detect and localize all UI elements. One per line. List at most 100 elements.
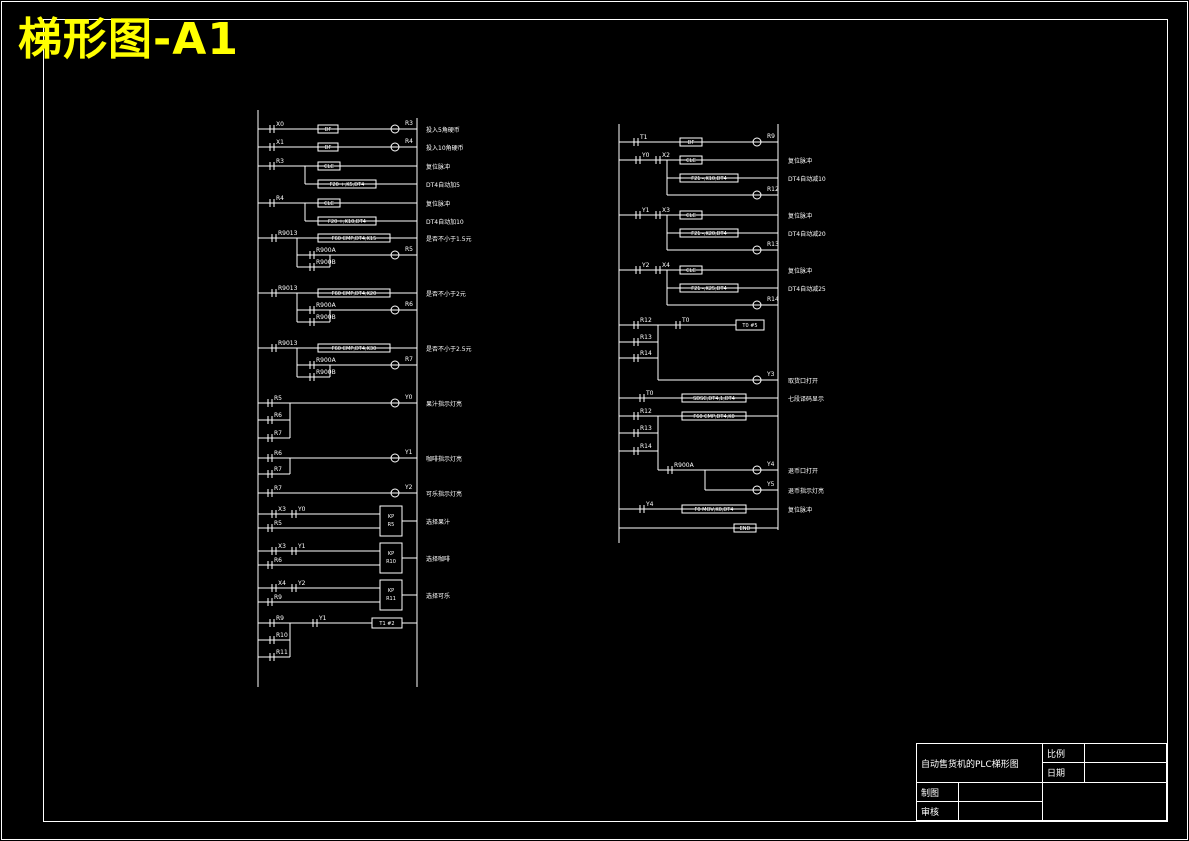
block-label: CLC bbox=[324, 164, 334, 170]
rung-comment: 复位脉冲 bbox=[426, 163, 450, 171]
sub-block bbox=[679, 228, 739, 238]
block-label: DF bbox=[688, 140, 695, 146]
contact-label: R10 bbox=[276, 632, 288, 639]
contact-label: R13 bbox=[640, 425, 652, 432]
contact-label: R4 bbox=[276, 195, 284, 202]
coil-label: Y3 bbox=[766, 371, 775, 378]
sdsc-block bbox=[681, 393, 747, 403]
contact-label: R14 bbox=[640, 443, 652, 450]
block-label: CLC bbox=[324, 201, 334, 207]
coil-label: Y1 bbox=[404, 449, 413, 456]
mov-block bbox=[681, 504, 747, 514]
add-block bbox=[317, 179, 377, 189]
coil-label: R9 bbox=[767, 133, 775, 140]
contact-label: R6 bbox=[274, 412, 282, 419]
rung-comment: 咖啡指示灯亮 bbox=[426, 455, 462, 463]
drawing-name: 自动售货机的PLC梯形图 bbox=[917, 744, 1043, 783]
contact-label: T0 bbox=[681, 317, 690, 324]
contact-label: Y1 bbox=[641, 207, 650, 214]
clc-block bbox=[317, 161, 341, 171]
rung-comment: 复位脉冲 bbox=[788, 267, 812, 275]
cmp-block bbox=[317, 343, 391, 353]
rung-comment: 复位脉冲 bbox=[788, 212, 812, 220]
block-label: R10 bbox=[386, 559, 396, 565]
block-label: T0 #5 bbox=[741, 323, 757, 329]
rung-comment: 复位脉冲 bbox=[788, 506, 812, 514]
coil bbox=[390, 488, 400, 498]
coil-label: Y5 bbox=[766, 481, 775, 488]
date-value bbox=[1085, 763, 1168, 783]
block-label: F60 CMP,DT4,K15 bbox=[332, 236, 377, 242]
rung-comment: 投入5角硬币 bbox=[426, 126, 460, 134]
coil bbox=[752, 465, 762, 475]
block-label: CLC bbox=[686, 268, 696, 274]
drawing-title: 梯形图-A1 bbox=[18, 14, 239, 65]
rung-comment: 是否不小于1.5元 bbox=[426, 235, 472, 243]
block-label: F20 +,K5,DT4 bbox=[330, 182, 365, 188]
coil-label: R6 bbox=[405, 301, 413, 308]
coil bbox=[752, 375, 762, 385]
contact-label: R900B bbox=[316, 259, 336, 266]
df-block bbox=[317, 124, 339, 134]
contact-label: R7 bbox=[274, 430, 282, 437]
rung-comment: 是否不小于2.5元 bbox=[426, 345, 472, 353]
rung-comment: 选择咖啡 bbox=[426, 555, 450, 563]
contact-label: Y2 bbox=[641, 262, 650, 269]
coil bbox=[390, 124, 400, 134]
block-label: R5 bbox=[388, 522, 395, 528]
rung-comment: DT4自动减10 bbox=[788, 175, 826, 183]
contact-label: R900B bbox=[316, 369, 336, 376]
contact-label: R7 bbox=[274, 466, 282, 473]
coil-label: Y4 bbox=[766, 461, 775, 468]
scale-label: 比例 bbox=[1043, 744, 1085, 763]
rung-comment: DT4自动减25 bbox=[788, 285, 826, 293]
scale-value bbox=[1085, 744, 1168, 763]
coil-label: R14 bbox=[767, 296, 779, 303]
block-label: R11 bbox=[386, 596, 396, 602]
df-block bbox=[317, 142, 339, 152]
block-label: KP bbox=[388, 588, 394, 594]
block-label: F21 -,K25,DT4 bbox=[691, 286, 727, 292]
rung-comment: DT4自动减20 bbox=[788, 230, 826, 238]
contact-label: R9 bbox=[276, 615, 284, 622]
clc-block bbox=[317, 198, 341, 208]
timer-block bbox=[735, 319, 765, 331]
cmp-block bbox=[317, 288, 391, 298]
contact-label: R6 bbox=[274, 557, 282, 564]
contact-label: X4 bbox=[662, 262, 670, 269]
contact-label: T1 bbox=[639, 134, 648, 141]
end-block bbox=[733, 523, 757, 533]
cmp-block bbox=[317, 233, 391, 243]
block-label: F21 -,K10,DT4 bbox=[691, 176, 727, 182]
contact-label: X3 bbox=[278, 506, 286, 513]
block-label: F60 CMP,DT4,K30 bbox=[332, 346, 377, 352]
sub-block bbox=[679, 283, 739, 293]
contact-label: R7 bbox=[274, 485, 282, 492]
block-label: END bbox=[740, 526, 751, 532]
block-label: F21 -,K20,DT4 bbox=[691, 231, 727, 237]
coil-label: R3 bbox=[405, 120, 413, 127]
contact-label: R12 bbox=[640, 317, 652, 324]
contact-label: X3 bbox=[278, 543, 286, 550]
block-label: F0 MOV,K0,DT4 bbox=[695, 507, 734, 513]
rung-comment: DT4自动加10 bbox=[426, 218, 464, 226]
rung-comment: 退币指示灯亮 bbox=[788, 487, 824, 495]
block-label: F20 +,K10,DT4 bbox=[328, 219, 366, 225]
contact-label: X4 bbox=[278, 580, 286, 587]
coil bbox=[390, 305, 400, 315]
contact-label: Y0 bbox=[641, 152, 650, 159]
rung-comment: 是否不小于2元 bbox=[426, 290, 466, 298]
rung-comment: 取货口打开 bbox=[788, 377, 818, 385]
contact-label: R12 bbox=[640, 408, 652, 415]
contact-label: X1 bbox=[276, 139, 284, 146]
coil bbox=[390, 142, 400, 152]
coil-label: R12 bbox=[767, 186, 779, 193]
date-label: 日期 bbox=[1043, 763, 1085, 783]
block-label: SDSC,DT4,1,DT4 bbox=[693, 396, 735, 402]
coil bbox=[390, 360, 400, 370]
rung-comment: 选择可乐 bbox=[426, 592, 450, 600]
block-label: KP bbox=[388, 551, 394, 557]
coil bbox=[390, 453, 400, 463]
